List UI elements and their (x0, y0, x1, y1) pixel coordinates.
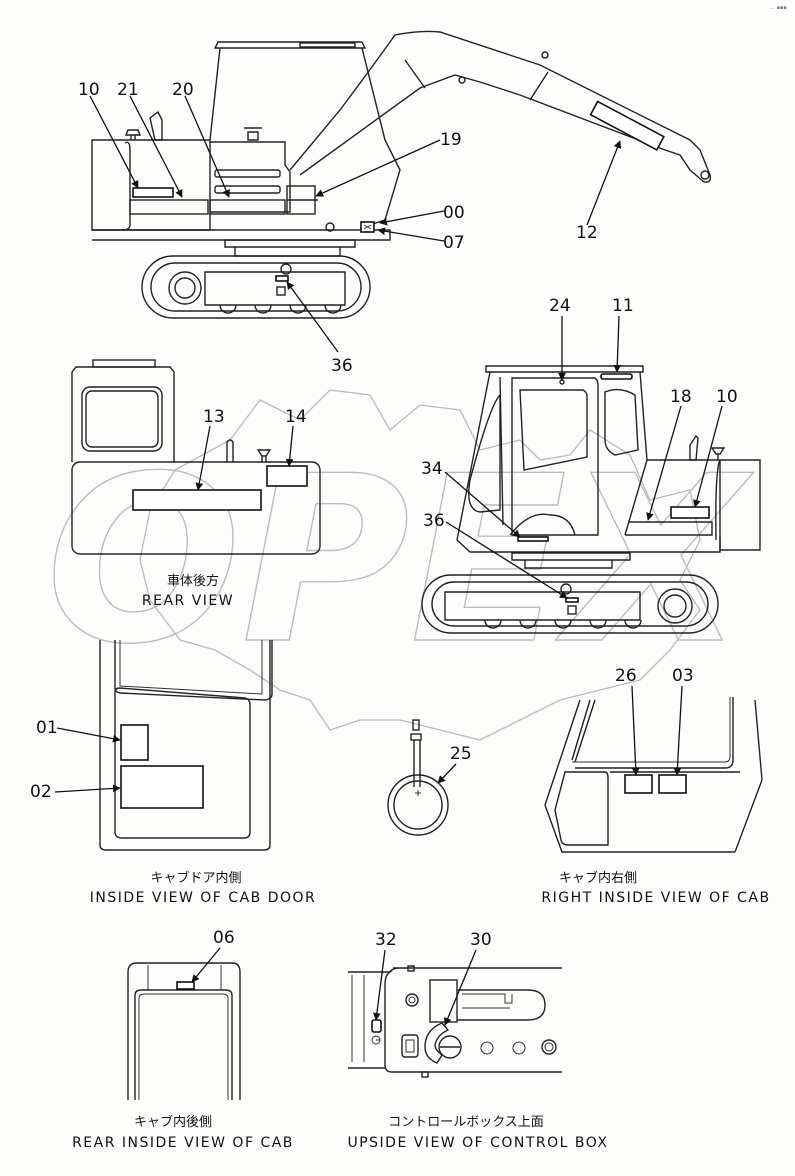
control-box-caption-jp: コントロールボックス上面 (388, 1115, 544, 1130)
callout-20: 20 (172, 80, 194, 100)
callout-25: 25 (450, 744, 472, 764)
cab-door-caption-en: INSIDE VIEW OF CAB DOOR (90, 890, 317, 906)
callout-32: 32 (375, 930, 397, 950)
cab-rear-caption-en: REAR INSIDE VIEW OF CAB (72, 1135, 294, 1151)
cab-rear-caption-jp: キャブ内後側 (134, 1114, 212, 1130)
watermark-gear (139, 389, 701, 741)
callout-01: 01 (36, 718, 58, 738)
callout-36-right: 36 (423, 511, 445, 531)
callout-19: 19 (440, 130, 462, 150)
callout-06: 06 (213, 928, 235, 948)
callout-18: 18 (670, 387, 692, 407)
callout-12: 12 (576, 223, 598, 243)
callout-24: 24 (549, 296, 571, 316)
rear-view-caption-jp: 車体後方 (167, 573, 219, 589)
level-gauge-view: 25 (387, 719, 472, 836)
callout-02: 02 (30, 782, 52, 802)
callout-34: 34 (421, 459, 443, 479)
cab-right-caption-en: RIGHT INSIDE VIEW OF CAB (541, 890, 770, 906)
callout-07: 07 (443, 233, 465, 253)
watermark-text: OPEX (46, 428, 754, 695)
callout-14: 14 (285, 407, 307, 427)
cab-right-caption-jp: キャブ内右側 (559, 870, 637, 886)
control-box-upside-view: 32 30 コントロールボックス上面 UPSIDE VIEW OF CONTRO… (347, 930, 608, 1151)
callout-21: 21 (117, 80, 139, 100)
callout-11: 11 (612, 296, 634, 316)
callout-10: 10 (78, 80, 100, 100)
rear-view-caption-en: REAR VIEW (142, 593, 234, 609)
corner-mark: … ▪▪▪ (770, 5, 787, 11)
cab-door-caption-jp: キャブドア内側 (150, 870, 241, 886)
excavator-right-side-view: 24 11 18 10 34 36 (421, 296, 761, 634)
callout-26: 26 (615, 666, 637, 686)
callout-00: 00 (443, 203, 465, 223)
control-box-caption-en: UPSIDE VIEW OF CONTROL BOX (347, 1135, 608, 1151)
callout-10-right: 10 (716, 387, 738, 407)
callout-30: 30 (470, 930, 492, 950)
top-view-callouts: 10 21 20 19 00 07 12 36 (78, 80, 622, 376)
cab-door-inside-view: 01 02 キャブドア内側 INSIDE VIEW OF CAB DOOR (30, 640, 317, 906)
callout-13: 13 (203, 407, 225, 427)
cab-rear-inside-view: 06 キャブ内後側 REAR INSIDE VIEW OF CAB (72, 928, 294, 1151)
watermark-logo: OPEX (45, 389, 755, 741)
callout-36-top: 36 (331, 356, 353, 376)
callout-03: 03 (672, 666, 694, 686)
excavator-left-side-view (91, 30, 712, 319)
cab-right-inside-view: 26 03 キャブ内右側 RIGHT INSIDE VIEW OF CAB (541, 666, 770, 906)
rear-view: 13 14 車体後方 REAR VIEW (71, 359, 321, 609)
